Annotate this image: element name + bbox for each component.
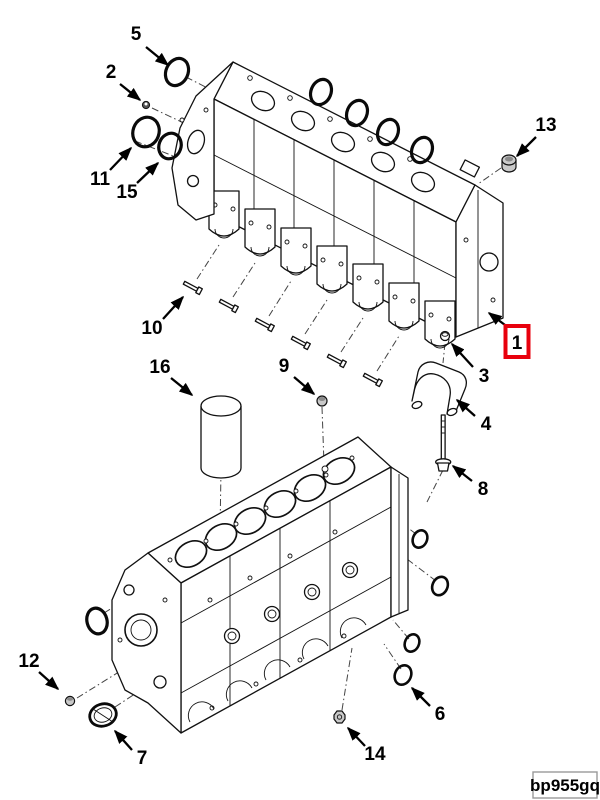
plug-item-12 bbox=[64, 695, 76, 707]
bearing-cap bbox=[280, 227, 312, 276]
lower-block-skirt-arches bbox=[187, 617, 367, 723]
upper-block-front-end bbox=[171, 61, 234, 221]
callout-15: 15 bbox=[116, 161, 160, 203]
stud bbox=[362, 372, 383, 388]
callout-3-arrow bbox=[450, 342, 474, 368]
o-ring-item-5 bbox=[163, 56, 191, 88]
callout-6: 6 bbox=[410, 686, 446, 725]
callout-13-label: 13 bbox=[535, 115, 556, 136]
plug-item-9 bbox=[316, 395, 328, 407]
callout-14: 14 bbox=[346, 726, 386, 765]
callout-6-arrow bbox=[410, 686, 431, 707]
stud bbox=[218, 298, 239, 314]
callout-5: 5 bbox=[131, 24, 170, 66]
cylinder-bores bbox=[167, 455, 356, 569]
o-ring-item-15 bbox=[157, 131, 183, 161]
bearing-cap bbox=[316, 245, 348, 294]
callout-12-arrow bbox=[38, 671, 60, 691]
part-code-box: bp955gq bbox=[530, 771, 600, 799]
callout-9-label: 9 bbox=[279, 356, 290, 377]
retainer-bracket-item-4 bbox=[411, 361, 467, 417]
callout-9-arrow bbox=[293, 376, 316, 395]
callout-11: 11 bbox=[90, 146, 133, 190]
callout-10: 10 bbox=[141, 295, 185, 339]
callout-16-arrow bbox=[170, 377, 194, 396]
o-ring-left-side bbox=[85, 606, 109, 636]
callout-7-label: 7 bbox=[137, 748, 148, 769]
bearing-cap bbox=[352, 263, 384, 312]
callout-2: 2 bbox=[106, 62, 142, 101]
upper-block-plug-holes bbox=[247, 75, 436, 193]
cup-plug-item-7 bbox=[88, 702, 118, 728]
plug-item-13 bbox=[501, 154, 517, 173]
bolt-item-8 bbox=[435, 414, 452, 472]
bearing-cap-studs bbox=[182, 280, 383, 388]
stud bbox=[182, 280, 203, 296]
callout-12: 12 bbox=[18, 651, 60, 691]
callout-6-label: 6 bbox=[435, 704, 446, 725]
lower-block-front-end bbox=[111, 552, 182, 734]
callout-10-arrow bbox=[162, 295, 185, 320]
callout-13: 13 bbox=[515, 115, 557, 158]
bearing-cap bbox=[424, 300, 456, 349]
o-rings-right-side bbox=[403, 528, 450, 654]
stud bbox=[254, 317, 275, 333]
o-ring-item-6 bbox=[393, 664, 413, 686]
callout-14-arrow bbox=[346, 726, 366, 747]
callout-16: 16 bbox=[149, 357, 194, 396]
callout-11-label: 11 bbox=[90, 169, 111, 190]
lower-block-rear-end bbox=[390, 466, 409, 618]
callout-3: 3 bbox=[450, 342, 490, 387]
callout-1-highlight-box bbox=[503, 324, 531, 359]
stud bbox=[326, 353, 347, 369]
callout-7-arrow bbox=[113, 729, 133, 751]
bearing-cap bbox=[208, 190, 240, 239]
cylinder-liner bbox=[200, 395, 242, 479]
callout-12-label: 12 bbox=[18, 651, 39, 672]
callout-14-label: 14 bbox=[364, 744, 386, 765]
callout-8-arrow bbox=[451, 465, 473, 482]
callout-4-arrow bbox=[455, 399, 476, 417]
lower-cylinder-block-drawing bbox=[111, 436, 409, 734]
stud bbox=[290, 335, 311, 351]
callout-8: 8 bbox=[451, 465, 489, 500]
callout-1: 1 bbox=[487, 312, 531, 359]
nut-item-14 bbox=[333, 710, 346, 724]
upper-block-rear-end bbox=[455, 159, 504, 338]
callout-2-label: 2 bbox=[106, 62, 117, 83]
part-code-border bbox=[532, 771, 598, 799]
callout-5-label: 5 bbox=[131, 24, 142, 45]
main-bearing-caps bbox=[208, 190, 456, 349]
part-code-text: bp955gq bbox=[530, 776, 600, 795]
callout-9: 9 bbox=[279, 356, 316, 395]
callout-1-arrow bbox=[487, 312, 506, 326]
callout-3-label: 3 bbox=[479, 366, 490, 387]
bolt-item-3 bbox=[439, 330, 451, 342]
callout-11-arrow bbox=[109, 146, 133, 171]
callout-8-label: 8 bbox=[478, 479, 489, 500]
callout-13-arrow bbox=[515, 136, 537, 158]
nut-item-2 bbox=[141, 100, 151, 110]
callout-4: 4 bbox=[455, 399, 492, 435]
callout-2-arrow bbox=[119, 83, 142, 101]
callout-15-arrow bbox=[136, 161, 160, 184]
callout-5-arrow bbox=[145, 46, 170, 66]
callouts: 1 2 3 4 5 6 7 8 bbox=[18, 24, 556, 769]
bearing-cap bbox=[244, 208, 276, 257]
bearing-cap bbox=[388, 282, 420, 331]
o-ring-seals-top-row bbox=[308, 77, 435, 165]
o-ring-item-11 bbox=[131, 115, 161, 149]
callout-16-label: 16 bbox=[149, 357, 170, 378]
callout-15-label: 15 bbox=[116, 182, 138, 203]
callout-1-label: 1 bbox=[512, 333, 523, 354]
callout-10-label: 10 bbox=[141, 318, 162, 339]
upper-cylinder-block-drawing bbox=[171, 61, 504, 388]
callout-4-label: 4 bbox=[481, 414, 492, 435]
lower-block-core-plugs bbox=[207, 529, 359, 711]
callout-7: 7 bbox=[113, 729, 148, 769]
